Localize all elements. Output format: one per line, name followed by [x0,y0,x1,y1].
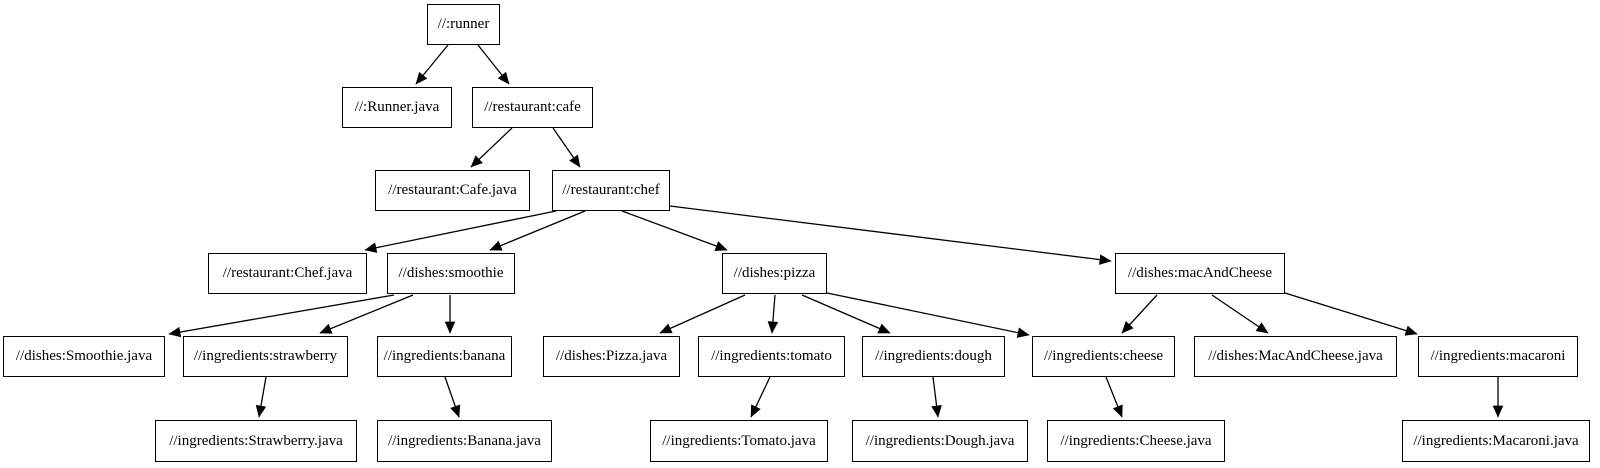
edge-pizza-to-pizza_java [659,294,746,334]
graph-node-macandcheese_java: //dishes:MacAndCheese.java [1194,336,1397,377]
graph-node-strawberry: //ingredients:strawberry [183,336,348,377]
edge-chef-to-pizza [621,210,728,251]
edge-runner-to-runner_java [415,44,449,85]
graph-node-runner_java: //:Runner.java [342,87,452,128]
edge-banana-to-banana_java [444,376,461,418]
graph-node-cafe: //restaurant:cafe [472,87,593,128]
graph-node-strawberry_java: //ingredients:Strawberry.java [155,420,357,462]
edge-pizza-to-cheese [826,292,1030,338]
edge-cafe-to-chef [552,127,581,168]
edge-strawberry-to-strawberry_java [255,376,267,418]
edge-smoothie-to-strawberry [319,294,414,334]
edge-dough-to-dough_java [931,376,942,418]
edge-macandcheese-to-macandcheese_java [1211,294,1269,334]
graph-node-chef_java: //restaurant:Chef.java [208,253,367,294]
graph-node-cheese_java: //ingredients:Cheese.java [1047,420,1225,462]
graph-node-cheese: //ingredients:cheese [1032,336,1175,377]
edge-chef-to-chef_java [364,210,557,253]
graph-node-pizza: //dishes:pizza [722,253,827,294]
graph-node-macaroni: //ingredients:macaroni [1418,336,1578,377]
graph-edge-group [168,44,1504,418]
graph-node-dough: //ingredients:dough [862,336,1005,377]
graph-node-cafe_java: //restaurant:Cafe.java [375,170,530,211]
edge-smoothie-to-smoothie_java [168,294,395,338]
graph-node-tomato: //ingredients:tomato [698,336,845,377]
edge-macandcheese-to-macaroni [1284,292,1418,336]
edge-tomato-to-tomato_java [750,376,771,418]
edge-macandcheese-to-cheese [1121,294,1158,334]
graph-node-pizza_java: //dishes:Pizza.java [543,336,680,377]
graph-node-tomato_java: //ingredients:Tomato.java [650,420,828,462]
graph-node-macandcheese: //dishes:macAndCheese [1115,253,1285,294]
graph-node-chef: //restaurant:chef [552,170,670,211]
edge-cafe-to-cafe_java [470,127,513,168]
edge-runner-to-cafe [477,44,510,85]
graph-node-banana_java: //ingredients:Banana.java [377,420,552,462]
graph-node-macaroni_java: //ingredients:Macaroni.java [1402,420,1590,462]
graph-node-smoothie_java: //dishes:Smoothie.java [3,336,165,377]
edge-pizza-to-dough [801,294,891,334]
edge-chef-to-macandcheese [669,205,1112,265]
edge-chef-to-smoothie [489,210,586,251]
edge-cheese-to-cheese_java [1105,376,1123,418]
graph-node-smoothie: //dishes:smoothie [387,253,515,294]
graph-node-banana: //ingredients:banana [377,336,512,377]
graph-node-runner: //:runner [427,4,500,45]
graph-node-dough_java: //ingredients:Dough.java [852,420,1028,462]
edge-pizza-to-tomato [767,294,779,334]
